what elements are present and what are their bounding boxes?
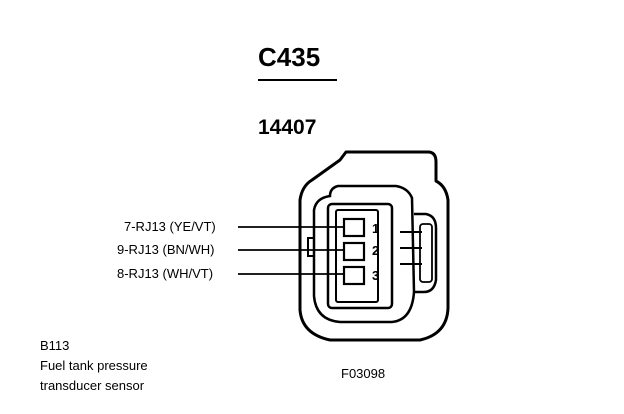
pin-2-number: 2 bbox=[372, 243, 380, 258]
connector-id: C435 bbox=[258, 42, 321, 72]
pin-1-terminal bbox=[342, 217, 366, 238]
component-code: B113 bbox=[40, 338, 70, 353]
pin-2-wire-label: 9-RJ13 (BN/WH) bbox=[117, 242, 215, 257]
part-number: 14407 bbox=[258, 116, 317, 139]
locking-tab-inner bbox=[419, 223, 433, 283]
pin-1-wire-label: 7-RJ13 (YE/VT) bbox=[124, 219, 216, 234]
pin-3-terminal bbox=[342, 265, 366, 286]
pin-3-number: 3 bbox=[372, 268, 380, 283]
connector-housing-outer bbox=[298, 150, 450, 342]
pin-2-terminal bbox=[342, 241, 366, 262]
pin-cavity-inner bbox=[335, 209, 379, 303]
figure-code: F03098 bbox=[341, 366, 386, 381]
component-description-line-1: Fuel tank pressure bbox=[40, 358, 148, 373]
pin-1-number: 1 bbox=[372, 221, 380, 236]
connector-housing-inner bbox=[312, 184, 416, 324]
pin-cavity-body bbox=[326, 202, 394, 310]
left-latch bbox=[307, 237, 314, 257]
component-description-line-2: transducer sensor bbox=[40, 378, 145, 393]
pin-3-wire-label: 8-RJ13 (WH/VT) bbox=[117, 266, 214, 281]
locking-tab bbox=[414, 212, 438, 294]
